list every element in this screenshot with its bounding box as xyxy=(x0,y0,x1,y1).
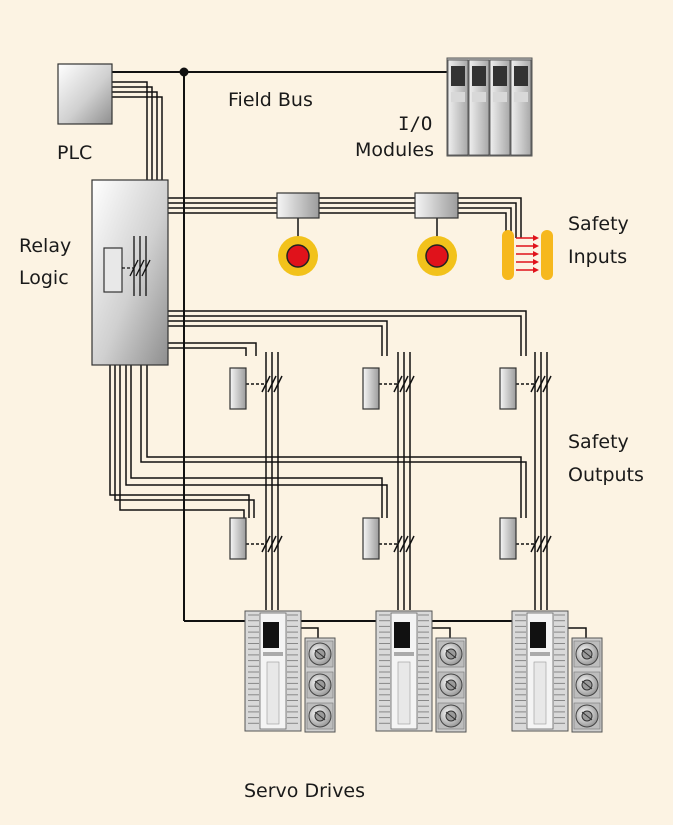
contactor-coil-lower-1 xyxy=(229,517,247,560)
servo-motor-icon xyxy=(435,637,467,733)
input-relay-1 xyxy=(276,192,320,219)
contactor-coil-lower-2 xyxy=(362,517,380,560)
lower-contactor-wires xyxy=(109,365,527,518)
drive-motor-wires xyxy=(300,627,587,638)
power-lines xyxy=(246,352,552,610)
contactor-coil-upper-1 xyxy=(229,367,247,410)
servo-motors xyxy=(304,637,603,733)
emergency-stop-button-icon xyxy=(417,236,457,276)
safety-outputs-label-line1: Safety xyxy=(568,431,629,453)
servo-drive-icon xyxy=(244,610,302,732)
plc-label: PLC xyxy=(57,142,93,164)
servo-motor-icon xyxy=(571,637,603,733)
emergency-stop-button-icon xyxy=(278,236,318,276)
plc-device xyxy=(57,63,113,125)
relay-logic-block xyxy=(91,179,169,366)
field-bus xyxy=(88,67,518,622)
servo-drive-icon xyxy=(511,610,569,732)
io-modules-label-line2: Modules xyxy=(355,139,434,161)
relay-logic-label-line1: Relay xyxy=(19,235,72,257)
servo-motor-icon xyxy=(304,637,336,733)
safety-outputs-label-line2: Outputs xyxy=(568,464,644,486)
safety-inputs-label-line1: Safety xyxy=(568,213,629,235)
servo-drives-label: Servo Drives xyxy=(244,780,366,802)
plc-relay-wires xyxy=(112,81,163,180)
safety-input-wires xyxy=(168,197,522,240)
contactor-control-wires xyxy=(168,310,527,356)
servo-drive-icon xyxy=(375,610,433,732)
light-curtain-icon xyxy=(502,230,553,280)
contactor-coil-lower-3 xyxy=(499,517,517,560)
relay-logic-label-line2: Logic xyxy=(19,267,69,289)
safety-inputs-label-line2: Inputs xyxy=(568,246,628,268)
contactor-coil-upper-2 xyxy=(362,367,380,410)
contactor-coil-upper-3 xyxy=(499,367,517,410)
servo-drives xyxy=(244,610,569,732)
input-relay-2 xyxy=(414,192,459,219)
field-bus-label: Field Bus xyxy=(228,89,313,111)
io-modules xyxy=(446,57,533,157)
io-modules-label-line1: I/O xyxy=(398,113,433,135)
